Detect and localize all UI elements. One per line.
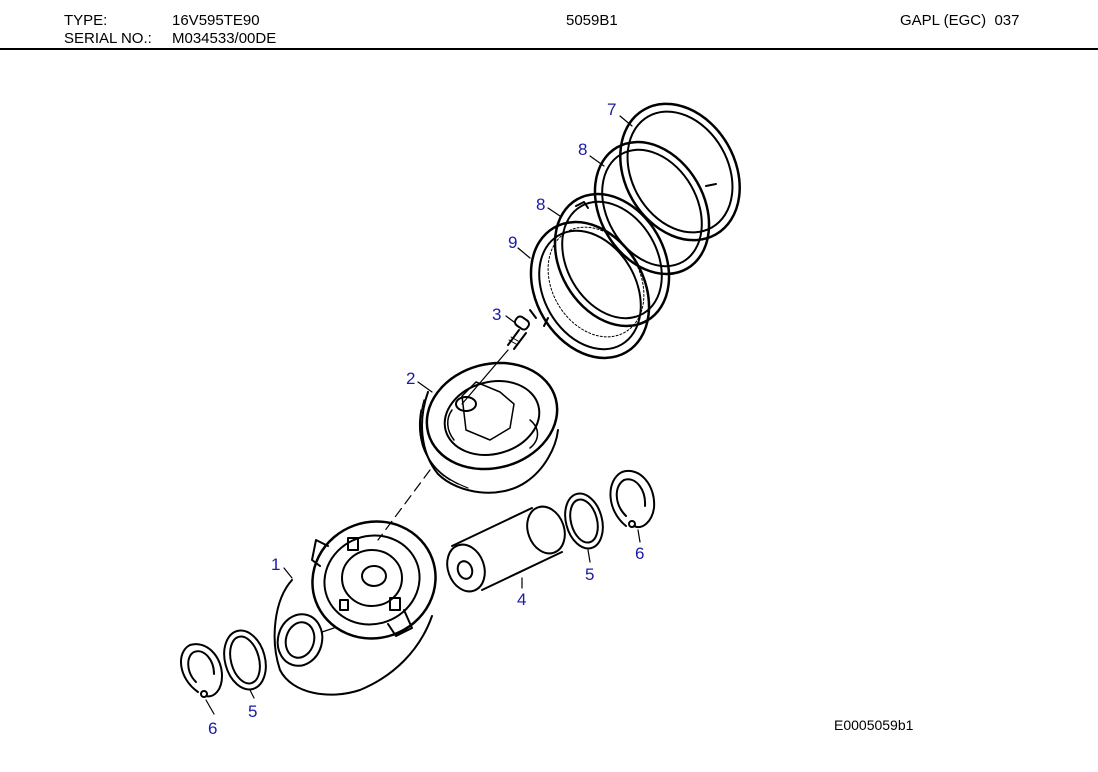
serial-label: SERIAL NO.: <box>64 30 152 47</box>
callout-5-right: 5 <box>585 565 594 584</box>
screw <box>507 315 531 350</box>
seal-ring-left <box>223 629 267 691</box>
oil-scraper-ring <box>529 220 651 360</box>
callout-3: 3 <box>492 305 501 324</box>
circlip-left <box>179 643 223 698</box>
piston-pin <box>446 505 566 593</box>
callout-9: 9 <box>508 233 517 252</box>
callout-7: 7 <box>607 100 616 119</box>
figure-reference: E0005059b1 <box>834 717 914 733</box>
callout-1: 1 <box>271 555 280 574</box>
seal-ring-right <box>564 492 604 550</box>
callout-8-lower: 8 <box>536 195 545 214</box>
callout-8-upper: 8 <box>578 140 587 159</box>
circlip-right <box>609 469 656 528</box>
type-value: 16V595TE90 <box>172 12 260 29</box>
compression-ring-upper <box>593 140 711 276</box>
compression-ring-top <box>619 102 741 242</box>
callout-2: 2 <box>406 369 415 388</box>
callout-6-right: 6 <box>635 544 644 563</box>
leader-lines <box>205 115 641 715</box>
assembly-axis-line <box>377 469 431 541</box>
screw-axis-line <box>461 349 509 405</box>
group-code: GAPL (EGC) 037 <box>900 12 1020 29</box>
type-label: TYPE: <box>64 12 108 29</box>
doc-code: 5059B1 <box>566 12 618 29</box>
piston-skirt <box>418 361 559 494</box>
callout-4: 4 <box>517 590 526 609</box>
piston-crown <box>273 520 437 696</box>
callout-5-left: 5 <box>248 702 257 721</box>
header-divider <box>0 48 1098 50</box>
callout-6-left: 6 <box>208 719 217 738</box>
serial-value: M034533/00DE <box>172 30 277 47</box>
